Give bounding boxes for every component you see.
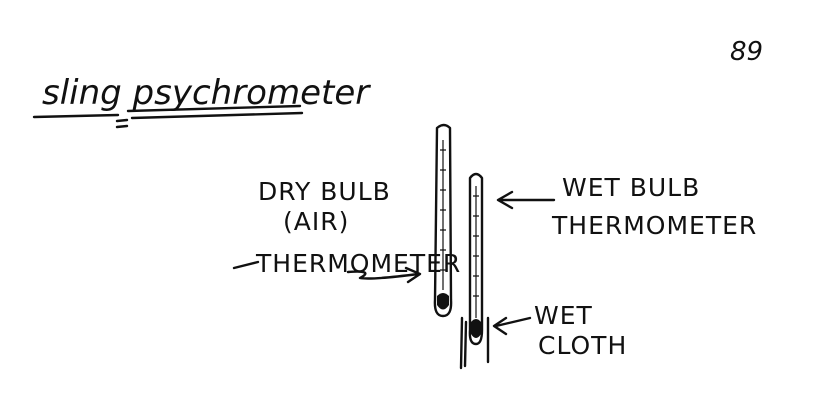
- dry-bulb-label-3: THERMOMETER: [255, 249, 461, 278]
- wet-bulb-label-2: THERMOMETER: [551, 211, 757, 240]
- dry-bulb-arrow: [346, 266, 422, 284]
- wet-cloth: [459, 316, 490, 370]
- wet-bulb-arrow: [496, 190, 556, 210]
- page-number: 89: [730, 37, 763, 67]
- wet-cloth-label-1: WET: [534, 301, 593, 330]
- equals-sign: [115, 118, 129, 129]
- title-underline-1: [32, 113, 120, 119]
- title: sling psychrometer: [42, 73, 371, 113]
- dry-bulb-dash: [232, 260, 260, 270]
- title-double-underline: [126, 104, 304, 120]
- wet-cloth-arrow: [492, 316, 532, 336]
- dry-bulb-label-1: DRY BULB: [258, 177, 391, 206]
- wet-bulb-label-1: WET BULB: [562, 173, 700, 202]
- dry-bulb-label-2: (AIR): [283, 207, 349, 236]
- wet-cloth-label-2: CLOTH: [538, 331, 627, 360]
- wet-bulb-thermometer: [468, 172, 484, 346]
- dry-bulb-thermometer: [433, 123, 453, 318]
